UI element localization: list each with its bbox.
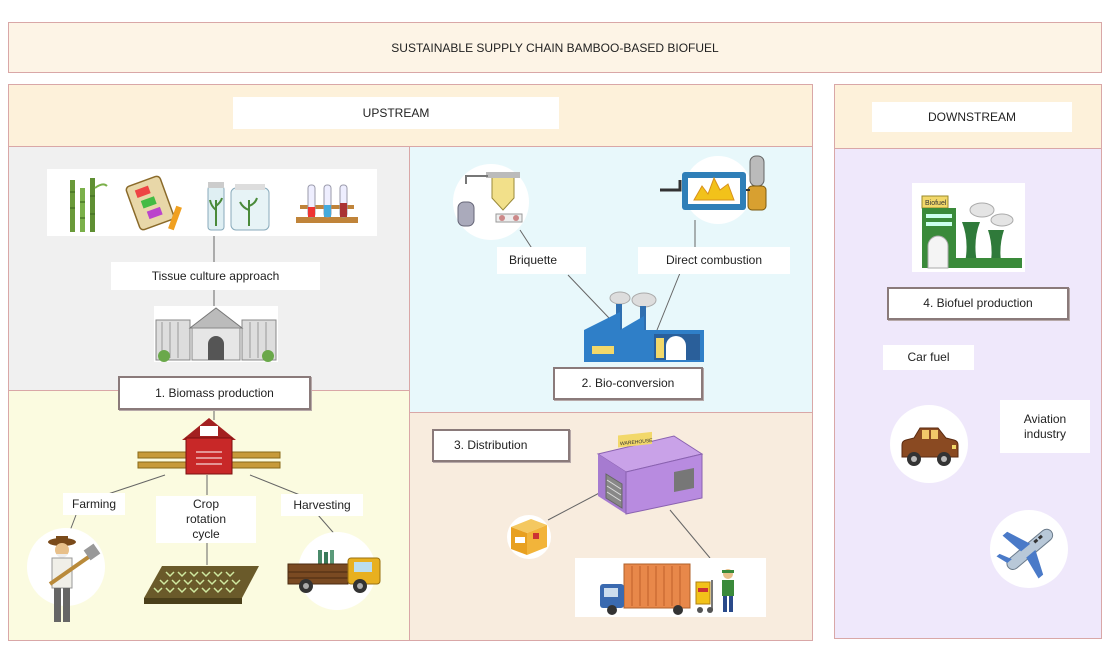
lab-building-icon (154, 306, 278, 362)
delivery-worker-icon (695, 569, 734, 613)
clipboard-icon (125, 175, 182, 231)
diagram-title: SUSTAINABLE SUPPLY CHAIN BAMBOO-BASED BI… (391, 40, 719, 55)
upstream-header: UPSTREAM (233, 97, 559, 129)
biofuel-plant-icon: Biofuel (921, 195, 1022, 269)
direct-combustion-label: Direct combustion (638, 247, 790, 274)
crop-field-icon (144, 566, 259, 604)
farming-label: Farming (63, 493, 125, 515)
biofuel-production-label: 4. Biofuel production (887, 287, 1069, 320)
briquette-machine-icon (457, 172, 523, 227)
combustion-chamber-icon (660, 155, 767, 224)
factory-icon (584, 291, 704, 362)
biofuel-sign: Biofuel (925, 200, 947, 207)
crop-rotation-label: Crop rotation cycle (156, 496, 256, 543)
test-tubes-icon (296, 184, 358, 223)
airplane-icon (996, 528, 1054, 579)
car-icon (901, 427, 959, 466)
culture-jars-icon (207, 182, 270, 231)
farmer-icon (48, 536, 101, 622)
harvest-truck-icon (287, 550, 381, 593)
warehouse-icon: WAREHOUSE (596, 431, 704, 515)
harvesting-label: Harvesting (281, 494, 363, 516)
delivery-truck-icon (600, 563, 691, 615)
briquette-label: Briquette (497, 247, 586, 274)
biomass-production-label: 1. Biomass production (118, 376, 311, 410)
downstream-header: DOWNSTREAM (872, 102, 1072, 132)
car-fuel-label: Car fuel (883, 345, 974, 370)
bio-conversion-label: 2. Bio-conversion (553, 367, 703, 400)
bamboo-stalks-icon (70, 178, 108, 232)
distribution-label: 3. Distribution (432, 429, 570, 462)
package-icon (507, 515, 551, 559)
tissue-culture-label: Tissue culture approach (111, 262, 320, 290)
warehouse-sign: WAREHOUSE (620, 438, 653, 447)
aviation-industry-label: Aviation industry (1000, 400, 1090, 453)
upstream-panel (8, 84, 813, 641)
barn-icon (137, 418, 281, 475)
title-bar: SUSTAINABLE SUPPLY CHAIN BAMBOO-BASED BI… (8, 22, 1102, 73)
